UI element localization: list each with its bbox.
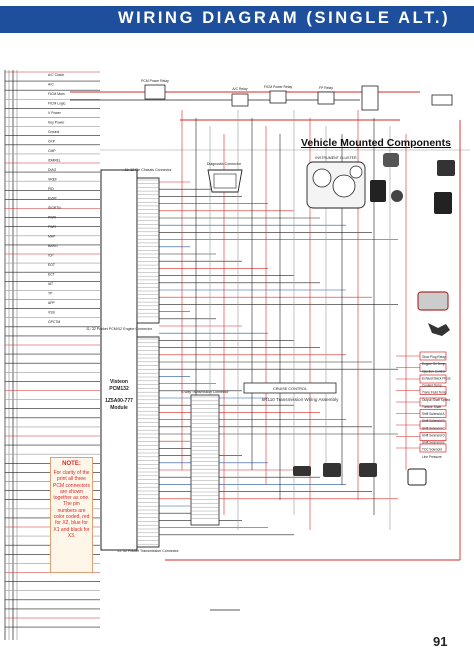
right-label: Glow Plug Relay [422,355,446,359]
left-pin-label: EOT [48,263,55,267]
oss-connector [323,463,341,477]
note-text: For clarity of the print all three PCM c… [53,470,90,539]
left-pin-label: FICM Main [48,92,65,96]
right-label: Exhaust Back Press [422,376,451,380]
cruise-control-label: CRUISE CONTROL [273,387,307,391]
module-label-bottom: Module [110,405,128,411]
cruise-control-box [243,382,337,394]
right-label: Shift Solenoid E [422,441,445,445]
left-pin-label: ECT [48,273,55,277]
tft-connector [359,463,377,477]
left-pin-label: V Power [48,111,62,115]
left-pin-label: IDMREL [48,159,61,163]
left-pin-label: MAP [48,235,56,239]
page-number: 91 [433,634,448,649]
tss-connector [293,466,311,476]
right-label: Output Shaft Speed [422,398,450,402]
right-wire-bundle [165,120,461,611]
module-label-mid: PCM132 [109,386,129,392]
header: WIRING DIAGRAM (SINGLE ALT.) [0,0,474,40]
relay-row [144,84,453,111]
relay-ficm-label: FICM Power Relay [264,85,293,89]
left-pin-label: BARO [48,244,58,248]
connector-x3-label: J1: 32 Pocket Transmission Connector [117,549,179,553]
relay-ac-box [231,93,249,107]
right-label: Coolant Temp [422,384,442,388]
vehicle-mounted-components-title: Vehicle Mounted Components [301,137,451,149]
sensor-ect [370,180,386,202]
left-pin-label: TP [48,292,53,296]
bottom-connectors [293,463,427,486]
sensor-ebp [391,190,403,202]
left-pin-label: Ground [48,130,59,134]
right-label: Line Pressure [422,455,442,459]
relay-pcm-box [144,84,166,100]
relay-pcm-label: PCM Power Relay [141,79,169,83]
sensor-iat [434,192,452,214]
connector-x2-label: J1: 32 Pocket PCM/X2 Engine Connector [86,327,153,331]
connector-x1-label: J1: 12 Pin Chassis Connector [124,168,172,172]
instrument-cluster-label: INSTRUMENT CLUSTER [315,156,357,160]
sensor-eot-plug [417,291,449,311]
left-pin-label: IAT [48,282,53,286]
left-pin-label: VSS [48,311,56,315]
module-label-top: Visteon [110,379,128,385]
trans-assembly-label: 5R110 Transmission Wiring Assembly [262,397,339,402]
diagnostic-connector [207,169,243,193]
left-pin-label: Key Power [48,121,65,125]
header-bar [0,6,474,33]
diag-connector-label: Diagnostic Connector [207,162,242,166]
left-pin-label: PWR [48,216,56,220]
relay-ac-label: A/C Relay [232,87,248,91]
relay-fp-box [317,91,335,105]
note-box: NOTE: For clarity of the print all three… [50,457,93,573]
sensor-components [370,153,455,336]
left-pin-label: DIAG [48,168,57,172]
page-title: WIRING DIAGRAM (SINGLE ALT.) [118,9,451,27]
pcm-module [100,169,220,551]
right-label: Shift Solenoid D [422,433,446,437]
relay-glow-box [361,85,379,111]
sensor-map [437,160,455,176]
sensor-vpwr [383,153,399,167]
left-pin-label: EVRT [48,197,57,201]
left-pin-label: CKP [48,140,56,144]
note-title: NOTE: [62,461,81,467]
right-label: Shift Solenoid B [422,419,445,423]
instrument-cluster [306,161,366,209]
pin-ticks [137,179,219,545]
nine-way-label: 9-Way Transmission Connector [181,390,229,394]
relay-fp-label: FP Relay [319,86,333,90]
left-pin-label: CMP [48,149,56,153]
left-pin-label: A/C [48,83,54,87]
left-pin-label: GPCTM [48,320,60,324]
left-pin-label: PID [48,187,54,191]
left-pin-label: FICM Logic [48,102,66,106]
right-label: Turbine Shaft [422,405,441,409]
right-label: Trans Fluid Temp [422,391,447,395]
left-pin-label: SIGRTN [48,206,61,210]
transmission-solenoid-stack [396,351,447,453]
left-pin-label: APP [48,301,56,305]
left-pin-label: A/C Clutch [48,73,64,77]
sensor-icp [428,323,450,336]
module-label-part: 1Z5A00-777 [105,398,133,404]
vss-connector [407,468,427,486]
right-label: Shift Solenoid C [422,426,446,430]
right-label: TCC Solenoid [422,448,442,452]
right-label: Injection Control [422,369,445,373]
left-pin-label: PWR [48,225,56,229]
left-pin-label: VREF [48,178,57,182]
right-label: Shift Solenoid A [422,412,445,416]
left-pin-label: ICP [48,254,54,258]
relay-update-box [431,94,453,106]
relay-ficm-box [269,90,287,104]
right-label: Engine Oil Temp [422,362,446,366]
